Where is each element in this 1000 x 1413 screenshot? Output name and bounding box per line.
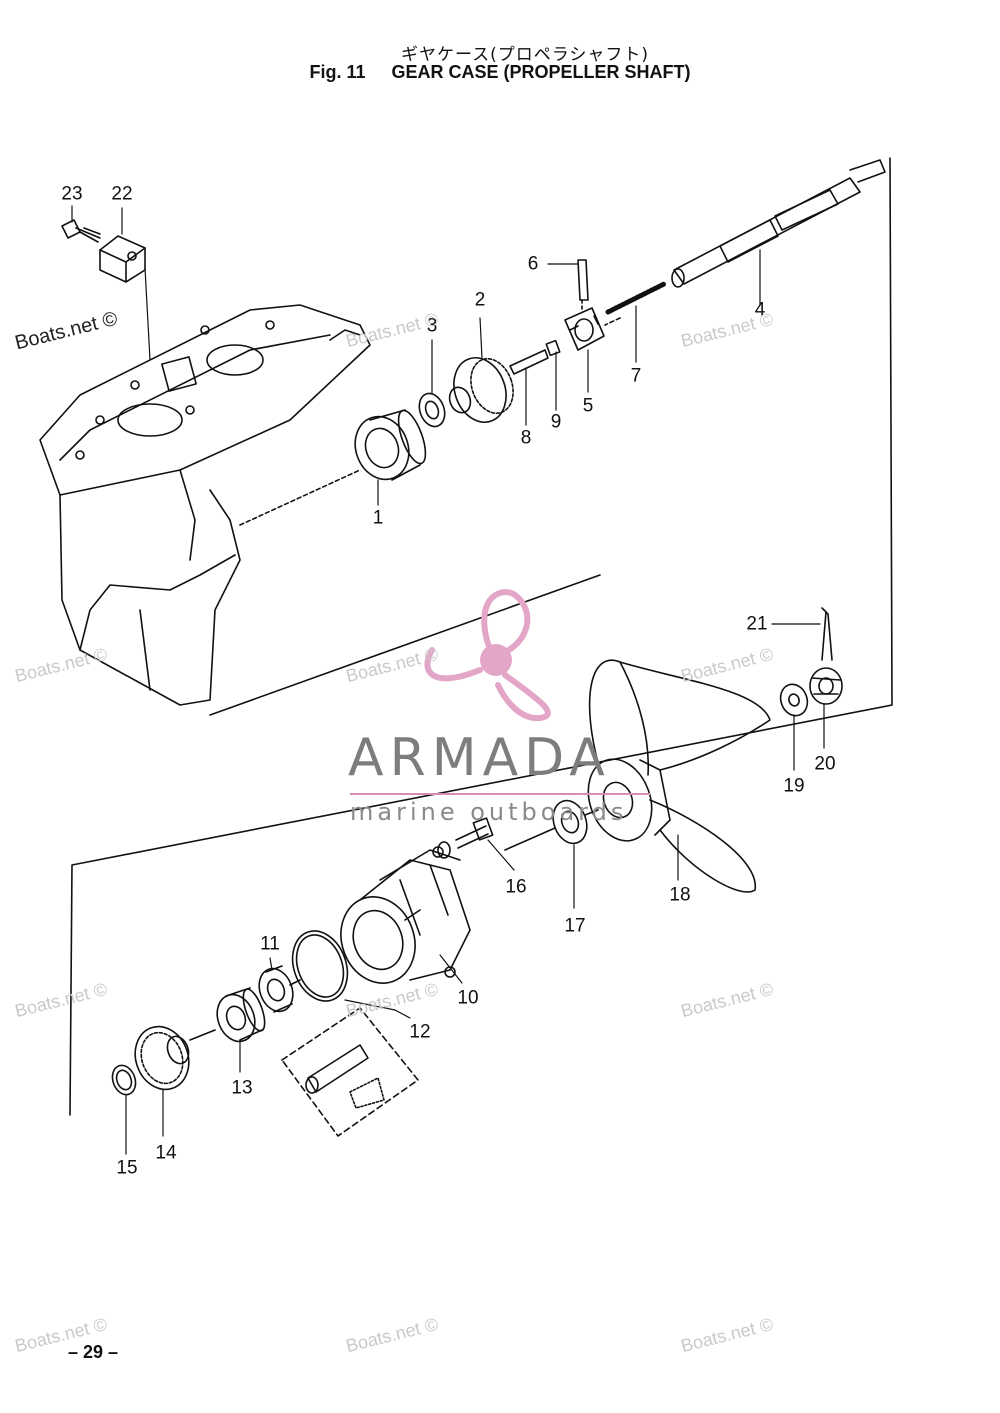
callout-16: 16 xyxy=(505,876,527,898)
brand-watermark: ARMADA xyxy=(348,728,611,788)
callout-6: 6 xyxy=(527,253,539,275)
part-20-nut xyxy=(809,667,843,705)
part-7-spring xyxy=(605,281,667,315)
leader-2 xyxy=(479,317,483,359)
inset-tool xyxy=(305,1044,385,1109)
figure-title-japanese: ギヤケース(プロペラシャフト) xyxy=(400,45,650,65)
callout-18: 18 xyxy=(669,884,691,906)
part-10-bearing-housing xyxy=(340,846,471,984)
leader-22 xyxy=(121,207,151,361)
part-14-forward-gear xyxy=(134,1025,190,1091)
part-21-cotter-pin xyxy=(821,607,833,661)
figure-title: Fig. 11 GEAR CASE (PROPELLER SHAFT) xyxy=(0,62,1000,83)
gear-case-housing xyxy=(39,304,371,706)
callout-23: 23 xyxy=(61,183,83,205)
part-5-clutch xyxy=(564,307,605,351)
leader-11 xyxy=(269,957,273,971)
part-4-propeller-shaft xyxy=(671,159,886,288)
part-18-propeller xyxy=(587,659,771,893)
callout-10: 10 xyxy=(457,987,479,1009)
callout-22: 22 xyxy=(111,183,133,205)
part-13-needle-bearing xyxy=(216,987,266,1043)
callout-8: 8 xyxy=(520,427,532,449)
part-1-bearing xyxy=(354,409,427,481)
callout-1: 1 xyxy=(372,507,384,529)
callout-12: 12 xyxy=(409,1021,431,1043)
leader-10 xyxy=(439,954,463,984)
figure-title-english: GEAR CASE (PROPELLER SHAFT) xyxy=(391,62,691,82)
leader-16 xyxy=(487,839,515,871)
part-3-washer xyxy=(418,392,446,428)
part-8-pin xyxy=(509,349,549,375)
inset-detail-box xyxy=(281,1007,419,1137)
callout-14: 14 xyxy=(155,1142,177,1164)
leader-12 xyxy=(344,999,411,1019)
part-2-gear xyxy=(448,357,514,423)
part-11-oil-seal xyxy=(258,965,294,1013)
brand-watermark-subtitle: marine outboards xyxy=(350,798,628,826)
page-number: – 29 – xyxy=(68,1342,119,1362)
callout-7: 7 xyxy=(630,365,642,387)
brand-logo-icon xyxy=(424,589,551,722)
callout-17: 17 xyxy=(564,915,586,937)
part-22-plate xyxy=(99,235,146,283)
callout-20: 20 xyxy=(814,753,836,775)
callout-9: 9 xyxy=(550,411,562,433)
callout-2: 2 xyxy=(474,289,486,311)
callout-11: 11 xyxy=(260,933,280,955)
callout-15: 15 xyxy=(116,1157,138,1179)
callout-19: 19 xyxy=(783,775,805,797)
part-19-washer xyxy=(779,683,809,717)
part-23-screw xyxy=(61,219,101,243)
figure-number: Fig. 11 xyxy=(309,62,366,82)
assembly-boundary xyxy=(69,157,893,1116)
part-9-spring xyxy=(545,339,561,357)
callout-3: 3 xyxy=(426,315,438,337)
callout-13: 13 xyxy=(231,1077,253,1099)
callout-5: 5 xyxy=(582,395,594,417)
callout-21: 21 xyxy=(746,613,768,635)
brand-divider xyxy=(350,793,650,795)
part-12-o-ring xyxy=(291,930,349,1002)
part-6-pin xyxy=(577,259,589,301)
callout-4: 4 xyxy=(754,299,766,321)
part-15-shim xyxy=(111,1064,137,1096)
part-16-bolt xyxy=(437,817,494,859)
assembly-boundary-upper xyxy=(209,574,601,716)
